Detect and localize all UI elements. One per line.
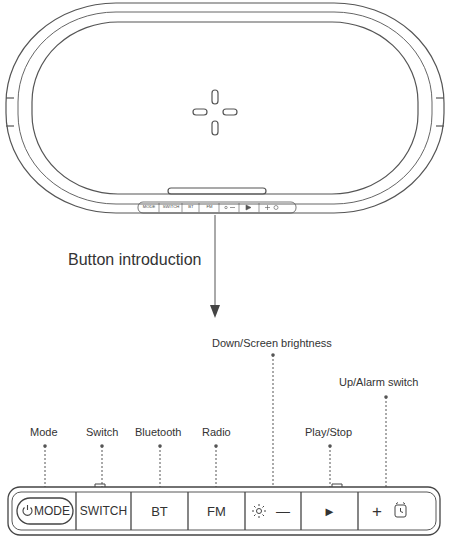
callout-label: Bluetooth [135,427,181,438]
switch-button: SWITCH [77,494,130,528]
cross-mark [212,90,218,104]
housing-ring [18,12,432,204]
brightness-icon [252,504,266,518]
up-button: + [359,494,435,528]
button-label: BT [151,505,168,518]
side-notch [436,97,444,98]
leader-line [45,446,46,487]
cross-mark [212,121,218,135]
callout-label: Play/Stop [305,427,352,438]
side-notch [436,125,444,126]
leader-line [273,355,274,487]
side-notch [6,125,14,126]
leader-line [216,446,217,487]
section-heading: Button introduction [68,252,201,268]
small-button-strip [138,202,296,213]
play-button: ► [302,494,357,528]
callout-label: Mode [30,427,58,438]
cross-mark [193,109,207,115]
mode-button [17,498,73,524]
button-strip [8,487,440,535]
button-label: MODE [34,505,70,517]
button-label: FM [207,505,226,518]
charging-pad [32,22,418,194]
bluetooth-button: BT [132,494,187,528]
button-strip-inner [12,492,436,530]
small-button-label: FM [200,205,219,209]
side-notch [6,97,14,98]
callout-label: Switch [86,427,118,438]
radio-button: FM [189,494,244,528]
button-label: — [276,504,290,518]
housing-outline [6,3,444,213]
alarm-icon [395,503,406,518]
small-button-label: MODE [139,205,159,209]
light-slot [168,188,266,194]
leader-line [386,397,387,487]
callout-label: Down/Screen brightness [212,338,332,349]
down-button: — [246,494,300,528]
pointer-line [215,215,216,306]
leader-line [102,446,103,487]
leader-line [160,446,161,487]
leader-line [330,446,331,487]
pointer-arrowhead [210,305,220,318]
small-button-label: BT [183,205,199,209]
cross-mark [223,109,237,115]
button-label: SWITCH [80,505,127,517]
callout-label: Up/Alarm switch [339,377,418,388]
small-button-label: SWITCH [160,205,182,209]
mode-button: MODE [17,498,73,524]
button-label: + [372,503,382,520]
callout-label: Radio [202,427,231,438]
button-label: ► [323,505,336,518]
